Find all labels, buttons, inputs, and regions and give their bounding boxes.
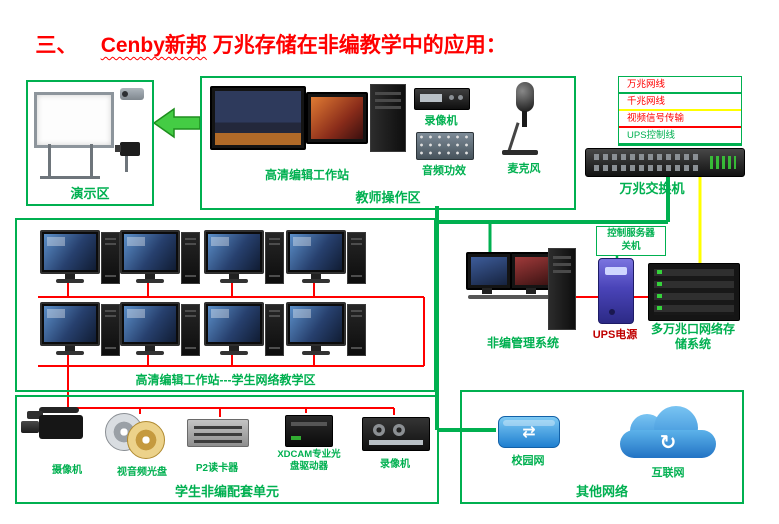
demo-area-label: 演示区 <box>70 186 110 201</box>
legend-item-ups: UPS控制线 <box>619 128 741 145</box>
campus-label: 校园网 <box>511 455 545 467</box>
switch-10g-icon <box>585 148 745 177</box>
student-area-label: 高清编辑工作站---学生网络教学区 <box>135 373 316 387</box>
student-pc <box>286 302 366 358</box>
whiteboard <box>34 92 114 148</box>
recorder-icon <box>414 88 470 110</box>
p2-label: P2读卡器 <box>195 463 239 474</box>
ups-label: UPS电源 <box>592 329 638 341</box>
mic-label: 麦克风 <box>507 163 541 175</box>
legend-item-video: 视频信号传输 <box>619 111 741 128</box>
internet-cloud-icon: ↻ <box>620 404 716 458</box>
camera-label: 摄像机 <box>52 465 82 476</box>
control-server-note: 控制服务器 关机 <box>596 226 666 256</box>
internet-label: 互联网 <box>651 467 685 479</box>
xdcam-drive-icon <box>285 415 333 447</box>
storage-array-icon <box>648 263 740 321</box>
student-pc <box>120 302 200 358</box>
camcorder-icon <box>39 407 79 413</box>
xdcam-label: XDCAM专业光 盘驱动器 <box>277 449 341 472</box>
camera-on-tripod-icon <box>115 142 140 156</box>
peripherals-label: 学生非编配套单元 <box>174 484 279 499</box>
title-prefix: 三、 <box>35 34 101 57</box>
disc-label: 视音频光盘 <box>117 467 167 478</box>
management-label: 非编管理系统 <box>486 336 559 350</box>
microphone-icon <box>516 82 534 112</box>
p2-reader-icon <box>187 419 249 447</box>
audio-mixer-icon <box>416 132 474 160</box>
mgmt-monitor1 <box>466 252 512 290</box>
student-pc <box>40 230 120 286</box>
workstation-label: 高清编辑工作站 <box>264 168 349 182</box>
student-pc <box>286 230 366 286</box>
campus-switch-icon: ⇄ <box>498 416 560 448</box>
edit-workstation-monitor2 <box>306 92 368 144</box>
recorder-label: 录像机 <box>424 115 458 127</box>
title-rest: 万兆存储在非编教学中的应用： <box>206 34 507 57</box>
vtr-icon <box>362 417 430 451</box>
title-brand: Cenby新邦 <box>100 34 207 57</box>
teacher-area-box: 高清编辑工作站 录像机 音频功效 麦克风 教师操作区 <box>200 76 576 210</box>
mixer-label: 音频功效 <box>422 165 466 177</box>
student-pc <box>40 302 120 358</box>
student-pc <box>120 230 200 286</box>
student-area-box: 高清编辑工作站---学生网络教学区 <box>15 218 436 392</box>
switch-label: 万兆交换机 <box>619 181 685 196</box>
edit-workstation-tower <box>370 84 406 152</box>
student-pc <box>204 230 284 286</box>
other-network-label: 其他网络 <box>575 484 628 499</box>
vtr-label: 录像机 <box>380 459 410 470</box>
storage-label: 多万兆口网络存 储系统 <box>650 322 735 351</box>
signal-arrow-icon <box>152 107 201 139</box>
page-title: 三、 Cenby新邦 万兆存储在非编教学中的应用： <box>12 5 507 83</box>
ups-icon <box>598 258 634 324</box>
other-network-box: ⇄ 校园网 ↻ 互联网 其他网络 <box>460 390 744 504</box>
legend-item-1g: 千兆网线 <box>619 94 741 111</box>
student-pc <box>204 302 284 358</box>
teacher-area-label: 教师操作区 <box>355 190 421 205</box>
projector-icon <box>120 88 144 100</box>
legend-box: 万兆网线 千兆网线 视频信号传输 UPS控制线 <box>618 76 742 146</box>
refresh-icon: ↻ <box>659 432 677 454</box>
legend-item-10g: 万兆网线 <box>619 77 741 94</box>
peripherals-box: 摄像机 视音频光盘 P2读卡器 XDCAM专业光 盘驱动器 录像机 学生非编配套… <box>15 395 439 504</box>
demo-area-box: 演示区 <box>26 80 154 206</box>
edit-workstation-monitor1 <box>210 86 306 150</box>
mgmt-server-tower <box>548 248 576 330</box>
